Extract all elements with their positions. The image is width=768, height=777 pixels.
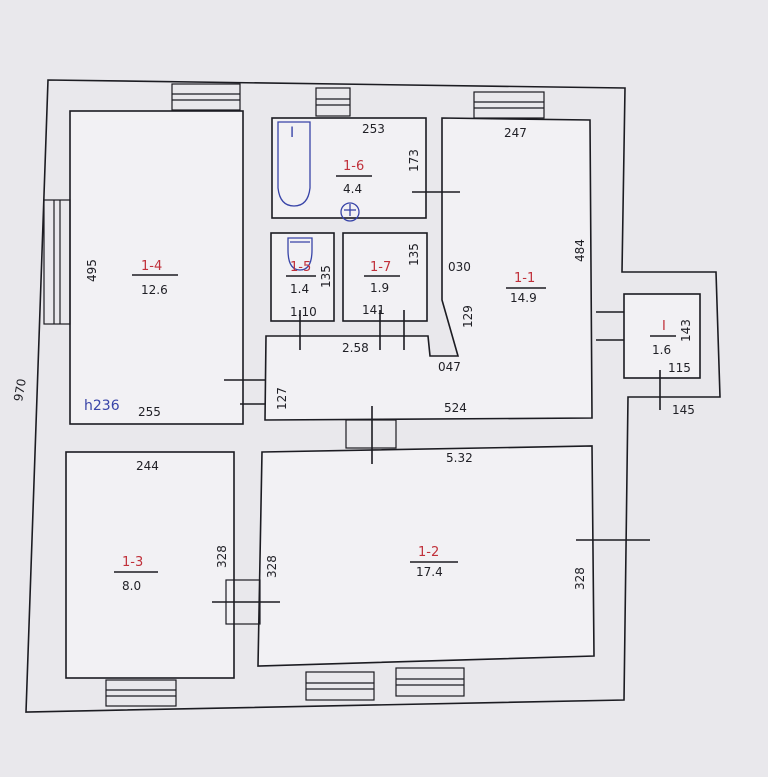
outer-wall: [25, 79, 721, 713]
dim-1-2-height-right: 328: [573, 567, 587, 590]
room-labels: 1-4 12.6 1-6 4.4 1-5 1.4 1-7 1.9 1-1 14.…: [114, 159, 676, 593]
room-area-1-2: 17.4: [416, 565, 443, 579]
room-id-1-6: 1-6: [343, 159, 364, 174]
room-id-1-5: 1-5: [290, 260, 311, 275]
doors: [212, 191, 661, 625]
fixtures: I: [277, 121, 360, 271]
room-1-5[interactable]: [270, 232, 335, 322]
dim-1-1-bottom: 524: [444, 401, 467, 415]
dim-1-7-height: 135: [407, 243, 421, 266]
dim-1-6-width: 253: [362, 122, 385, 136]
dim-1-4-height: 495: [85, 259, 99, 282]
dim-1-1-height: 484: [573, 239, 587, 262]
dim-passage: 129: [461, 305, 475, 328]
sink-icon: [340, 202, 360, 222]
dim-corridor: 2.58: [342, 341, 369, 355]
toilet-icon: [287, 237, 313, 271]
windows: [43, 83, 545, 707]
room-1-6[interactable]: [271, 117, 427, 219]
room-id-1-7: 1-7: [370, 260, 391, 275]
room-area-1-5: 1.4: [290, 282, 309, 296]
dim-1-7-width: 141: [362, 303, 385, 317]
dimension-labels: 970 495 255 253 173 247 484 135 135 1.10…: [11, 122, 695, 590]
room-id-1-1: 1-1: [514, 271, 535, 286]
height-note: h236: [84, 398, 120, 414]
room-id-1-3: 1-3: [122, 555, 143, 570]
room-id-1-2: 1-2: [418, 545, 439, 560]
dim-door-1-4: 127: [275, 387, 289, 410]
room-1-4[interactable]: [69, 110, 244, 425]
room-1-2[interactable]: [257, 445, 595, 667]
dim-1-5-width: 1.10: [290, 305, 317, 319]
dim-1-2-width: 5.32: [446, 451, 473, 465]
room-id-I: I: [662, 319, 666, 334]
dim-1-3-height: 328: [215, 545, 229, 568]
dim-1-2-height-left: 328: [265, 555, 279, 578]
bathtub-icon: [277, 121, 311, 207]
bath-label: I: [290, 125, 294, 141]
dim-porch-height: 143: [679, 319, 693, 342]
room-area-1-6: 4.4: [343, 182, 362, 196]
room-area-1-1: 14.9: [510, 291, 537, 305]
room-area-1-4: 12.6: [141, 283, 168, 297]
dim-porch-outer: 145: [672, 403, 695, 417]
room-area-1-7: 1.9: [370, 281, 389, 295]
dim-porch-width: 115: [668, 361, 691, 375]
room-area-I: 1.6: [652, 343, 671, 357]
dim-wall-047: 047: [438, 360, 461, 374]
dim-1-5-height: 135: [319, 265, 333, 288]
dim-wall-030: 030: [448, 260, 471, 274]
room-1-1[interactable]: [264, 117, 593, 421]
dim-1-4-width: 255: [138, 405, 161, 419]
dim-1-1-width: 247: [504, 126, 527, 140]
room-area-1-3: 8.0: [122, 579, 141, 593]
room-1-7[interactable]: [342, 232, 428, 322]
dim-1-6-height: 173: [407, 149, 421, 172]
room-1-3[interactable]: [65, 451, 235, 679]
dim-1-3-width: 244: [136, 459, 159, 473]
dim-total: 970: [11, 378, 29, 403]
room-id-1-4: 1-4: [141, 259, 162, 274]
